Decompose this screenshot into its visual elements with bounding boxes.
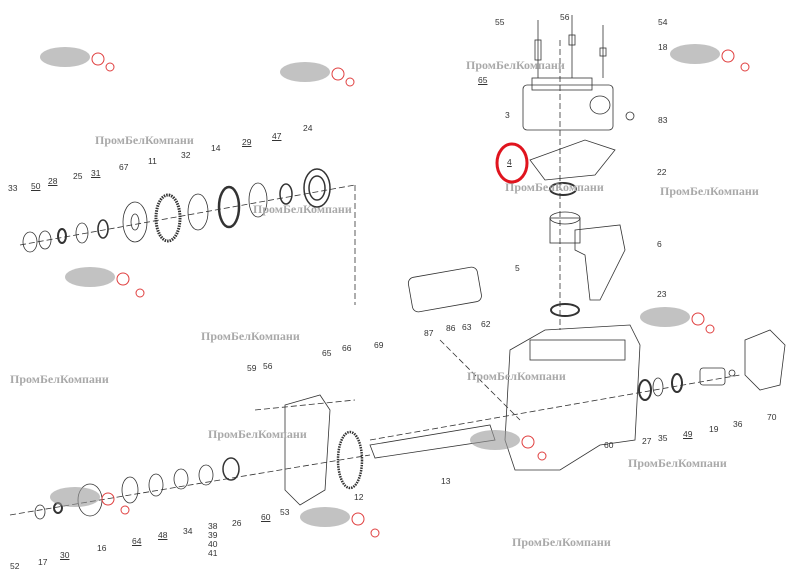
watermark-text: ПромБелКомпани: [201, 329, 300, 343]
part-label-29: 29: [242, 137, 252, 147]
part-label-16: 16: [97, 543, 107, 553]
part-label-39: 39: [208, 530, 218, 540]
watermark-text: ПромБелКомпани: [466, 58, 565, 72]
watermark-text: ПромБелКомпани: [467, 369, 566, 383]
part-label-47: 47: [272, 131, 282, 141]
part-label-18: 18: [658, 42, 668, 52]
watermark-text: ПромБелКомпани: [208, 427, 307, 441]
part-label-26: 26: [232, 518, 242, 528]
part-label-49: 49: [683, 429, 693, 439]
part-label-54: 54: [658, 17, 668, 27]
part-label-30: 30: [60, 550, 70, 560]
part-label-70: 70: [767, 412, 777, 422]
watermark-text: ПромБелКомпани: [505, 180, 604, 194]
watermark-text: ПромБелКомпани: [95, 133, 194, 147]
part-label-69: 69: [374, 340, 384, 350]
part-label-22: 22: [657, 167, 667, 177]
highlight-circle: [495, 142, 529, 184]
part-label-52: 52: [10, 561, 20, 571]
part-label-23: 23: [657, 289, 667, 299]
part-label-11: 11: [148, 156, 157, 166]
part-label-60: 60: [604, 440, 614, 450]
watermark-text: ПромБелКомпани: [628, 456, 727, 470]
part-label-60: 60: [261, 512, 271, 522]
part-label-6: 6: [657, 239, 662, 249]
part-label-40: 40: [208, 539, 218, 549]
part-label-64: 64: [132, 536, 142, 546]
part-label-5: 5: [515, 263, 520, 273]
part-label-13: 13: [441, 476, 451, 486]
part-label-65: 65: [478, 75, 488, 85]
part-label-41: 41: [208, 548, 218, 558]
part-label-50: 50: [31, 181, 41, 191]
part-label-62: 62: [481, 319, 491, 329]
part-label-27: 27: [642, 436, 652, 446]
part-label-19: 19: [709, 424, 719, 434]
part-label-87: 87: [424, 328, 434, 338]
part-label-66: 66: [342, 343, 352, 353]
part-label-67: 67: [119, 162, 129, 172]
part-label-4: 4: [507, 157, 512, 167]
part-label-56: 56: [263, 361, 273, 371]
part-label-14: 14: [211, 143, 221, 153]
part-label-35: 35: [658, 433, 668, 443]
part-label-28: 28: [48, 176, 58, 186]
watermark-text: ПромБелКомпани: [10, 372, 109, 386]
part-label-38: 38: [208, 521, 218, 531]
part-label-31: 31: [91, 168, 101, 178]
part-label-86: 86: [446, 323, 456, 333]
part-label-65: 65: [322, 348, 332, 358]
part-label-25: 25: [73, 171, 83, 181]
watermark-text: ПромБелКомпани: [253, 202, 352, 216]
part-label-48: 48: [158, 530, 168, 540]
part-label-53: 53: [280, 507, 290, 517]
part-label-33: 33: [8, 183, 18, 193]
part-label-12: 12: [354, 492, 364, 502]
part-label-56: 56: [560, 12, 570, 22]
part-label-63: 63: [462, 322, 472, 332]
part-label-34: 34: [183, 526, 193, 536]
part-label-3: 3: [505, 110, 510, 120]
part-label-36: 36: [733, 419, 743, 429]
part-label-32: 32: [181, 150, 191, 160]
watermark-text: ПромБелКомпани: [512, 535, 611, 549]
part-label-83: 83: [658, 115, 668, 125]
logo-marks: [40, 44, 750, 538]
watermark-text: ПромБелКомпани: [660, 184, 759, 198]
part-label-59: 59: [247, 363, 257, 373]
part-label-24: 24: [303, 123, 313, 133]
part-label-17: 17: [38, 557, 48, 567]
part-label-55: 55: [495, 17, 505, 27]
